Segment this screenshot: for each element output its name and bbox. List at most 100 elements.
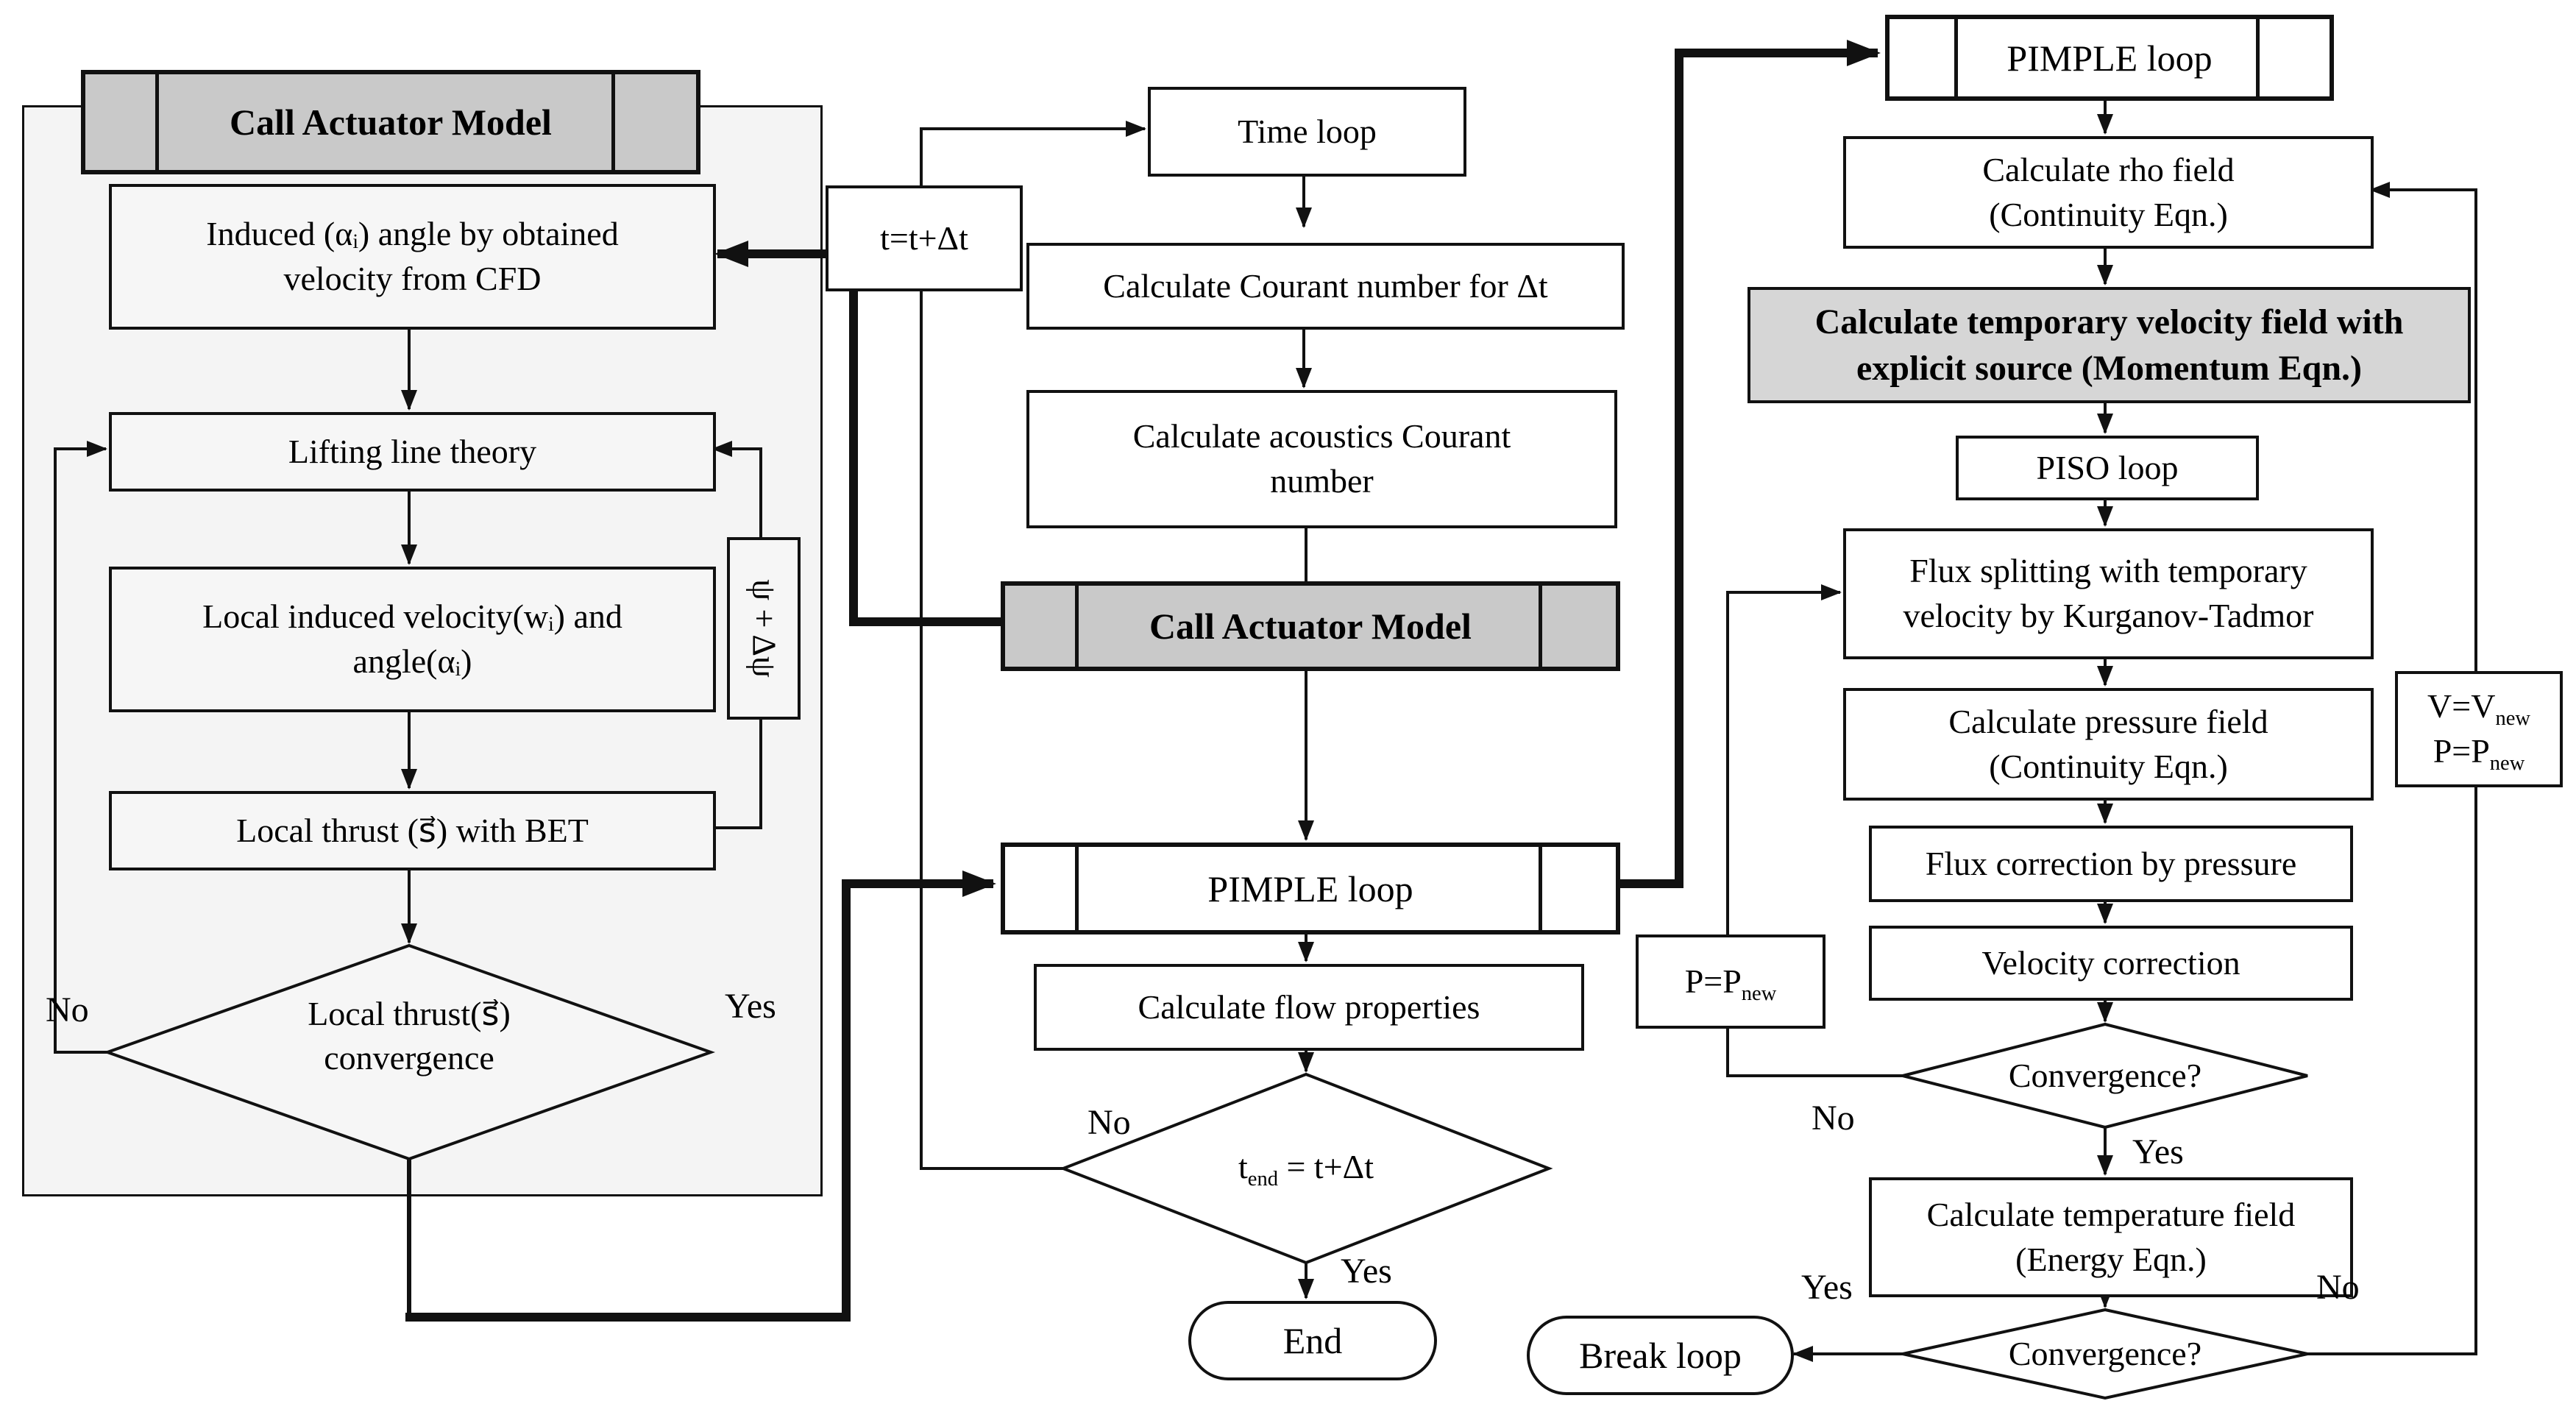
call-actuator-model-mid-box: Call Actuator Model bbox=[1001, 581, 1620, 671]
t-update-box: t=t+Δt bbox=[826, 185, 1023, 291]
convergence2-yes-label: Yes bbox=[1801, 1268, 1853, 1307]
time-loop-label: Time loop bbox=[1238, 112, 1377, 150]
pimple-loop-mid-label: PIMPLE loop bbox=[1207, 868, 1413, 909]
temperature-field-line1: Calculate temperature field bbox=[1926, 1195, 2296, 1233]
pressure-field-line2: (Continuity Eqn.) bbox=[1989, 747, 2228, 785]
call-actuator-model-header-label: Call Actuator Model bbox=[230, 102, 552, 143]
v-update-pre: V=V bbox=[2427, 687, 2496, 726]
flux-splitting-line1: Flux splitting with temporary bbox=[1909, 552, 2307, 590]
pressure-field-line1: Calculate pressure field bbox=[1948, 702, 2268, 740]
psi-step-box: ψ + Δψ bbox=[727, 537, 801, 720]
local-thrust-convergence-text: Local thrust(s⃗) convergence bbox=[225, 992, 593, 1080]
local-induced-velocity-line2: angle(αᵢ) bbox=[352, 642, 472, 680]
pimple-loop-right-box: PIMPLE loop bbox=[1885, 15, 2334, 101]
tend-no-label: No bbox=[1087, 1103, 1131, 1142]
tend-yes-label: Yes bbox=[1341, 1252, 1392, 1291]
tend-check-text: tend = t+Δt bbox=[1122, 1145, 1490, 1191]
pressure-field-box: Calculate pressure field (Continuity Eqn… bbox=[1843, 688, 2374, 801]
flux-splitting-box: Flux splitting with temporary velocity b… bbox=[1843, 528, 2374, 659]
momentum-eqn-line1: Calculate temporary velocity field with bbox=[1814, 302, 2404, 341]
induced-angle-box: Induced (αᵢ) angle by obtained velocity … bbox=[109, 184, 716, 330]
thick-pimple-bridge bbox=[1611, 40, 1881, 888]
subroutine-bar bbox=[2256, 19, 2260, 96]
line-localthrust-psi bbox=[710, 714, 762, 829]
p-update2-sub: new bbox=[2489, 752, 2525, 776]
convergence2-label: Convergence? bbox=[2008, 1335, 2202, 1372]
p-update2-pre: P=P bbox=[2433, 732, 2490, 770]
break-loop-label: Break loop bbox=[1579, 1335, 1742, 1376]
end-terminator: End bbox=[1188, 1301, 1437, 1380]
vp-update-box: V=Vnew P=Pnew bbox=[2395, 671, 2563, 787]
local-induced-velocity-line1: Local induced velocity(wᵢ) and bbox=[202, 597, 622, 636]
flow-properties-box: Calculate flow properties bbox=[1034, 964, 1584, 1051]
thick-return-path bbox=[405, 870, 996, 1322]
flow-properties-label: Calculate flow properties bbox=[1138, 987, 1480, 1026]
temperature-field-box: Calculate temperature field (Energy Eqn.… bbox=[1869, 1177, 2353, 1297]
convergence1-text: Convergence? bbox=[1958, 1054, 2252, 1098]
line-conv1-no-fluxsplit bbox=[1726, 584, 1903, 1077]
flux-correction-label: Flux correction by pressure bbox=[1925, 844, 2297, 882]
courant-number-box: Calculate Courant number for Δt bbox=[1026, 243, 1625, 330]
local-thrust-convergence-line2: convergence bbox=[324, 1038, 494, 1077]
rho-field-line1: Calculate rho field bbox=[1982, 150, 2235, 188]
local-induced-velocity-box: Local induced velocity(wᵢ) and angle(αᵢ) bbox=[109, 567, 716, 712]
convergence2-text: Convergence? bbox=[1958, 1332, 2252, 1376]
tend-sub: end bbox=[1247, 1168, 1278, 1191]
end-label: End bbox=[1282, 1320, 1343, 1361]
temperature-field-line2: (Energy Eqn.) bbox=[2015, 1240, 2207, 1278]
line-diamond-no-lifting bbox=[54, 441, 107, 1054]
line-tend-no-tupdate bbox=[920, 285, 1063, 1170]
psi-step-label: ψ + Δψ bbox=[745, 579, 784, 678]
acoustics-courant-line2: number bbox=[1270, 462, 1374, 500]
acoustics-courant-line1: Calculate acoustics Courant bbox=[1132, 417, 1511, 455]
convergence1-label: Convergence? bbox=[2008, 1057, 2202, 1094]
convergence1-no-label: No bbox=[1812, 1099, 1855, 1138]
convergence2-no-label: No bbox=[2316, 1268, 2360, 1307]
velocity-correction-box: Velocity correction bbox=[1869, 926, 2353, 1001]
v-update-sub: new bbox=[2495, 707, 2530, 731]
induced-angle-line1: Induced (αᵢ) angle by obtained bbox=[206, 215, 619, 253]
flux-splitting-line2: velocity by Kurganov-Tadmor bbox=[1903, 597, 2314, 634]
tend-diamond bbox=[1059, 1072, 1553, 1265]
p-update-box: P=Pnew bbox=[1636, 934, 1825, 1029]
acoustics-courant-box: Calculate acoustics Courant number bbox=[1026, 390, 1617, 528]
momentum-eqn-box: Calculate temporary velocity field with … bbox=[1748, 287, 2471, 403]
subroutine-bar bbox=[611, 74, 615, 170]
pimple-loop-mid-box: PIMPLE loop bbox=[1001, 843, 1620, 934]
induced-angle-line2: velocity from CFD bbox=[283, 260, 542, 297]
p-update-sub: new bbox=[1741, 982, 1777, 1005]
convergence1-diamond bbox=[1902, 1022, 2308, 1129]
t-update-label: t=t+Δt bbox=[880, 219, 968, 257]
courant-number-label: Calculate Courant number for Δt bbox=[1103, 266, 1548, 305]
velocity-correction-label: Velocity correction bbox=[1981, 943, 2240, 982]
piso-loop-label: PISO loop bbox=[2036, 448, 2179, 486]
local-thrust-no-label: No bbox=[46, 990, 89, 1029]
local-thrust-yes-label: Yes bbox=[725, 987, 776, 1026]
p-update-line: P=Pnew bbox=[2433, 729, 2525, 774]
thick-call-path bbox=[714, 241, 1001, 626]
local-thrust-bet-label: Local thrust (s⃗) with BET bbox=[236, 811, 589, 849]
time-loop-box: Time loop bbox=[1148, 87, 1466, 177]
rho-field-box: Calculate rho field (Continuity Eqn.) bbox=[1843, 136, 2374, 249]
convergence1-yes-label: Yes bbox=[2132, 1132, 2184, 1171]
lifting-line-theory-label: Lifting line theory bbox=[288, 432, 537, 470]
v-update-line: V=Vnew bbox=[2427, 684, 2530, 729]
p-update-pre: P=P bbox=[1684, 962, 1742, 1000]
call-actuator-model-header: Call Actuator Model bbox=[81, 70, 700, 174]
p-update-label: P=Pnew bbox=[1685, 960, 1777, 1004]
local-thrust-bet-box: Local thrust (s⃗) with BET bbox=[109, 791, 716, 870]
lifting-line-theory-box: Lifting line theory bbox=[109, 412, 716, 492]
subroutine-bar bbox=[1075, 847, 1079, 930]
rho-field-line2: (Continuity Eqn.) bbox=[1989, 195, 2228, 233]
local-thrust-convergence-line1: Local thrust(s⃗) bbox=[308, 995, 511, 1032]
tend-pre: t bbox=[1238, 1148, 1248, 1185]
subroutine-bar bbox=[155, 74, 159, 170]
break-loop-terminator: Break loop bbox=[1527, 1316, 1794, 1395]
subroutine-bar bbox=[1539, 847, 1542, 930]
momentum-eqn-line2: explicit source (Momentum Eqn.) bbox=[1856, 349, 2363, 388]
pimple-loop-right-label: PIMPLE loop bbox=[2006, 37, 2213, 79]
subroutine-bar bbox=[1539, 586, 1542, 667]
flux-correction-box: Flux correction by pressure bbox=[1869, 826, 2353, 902]
